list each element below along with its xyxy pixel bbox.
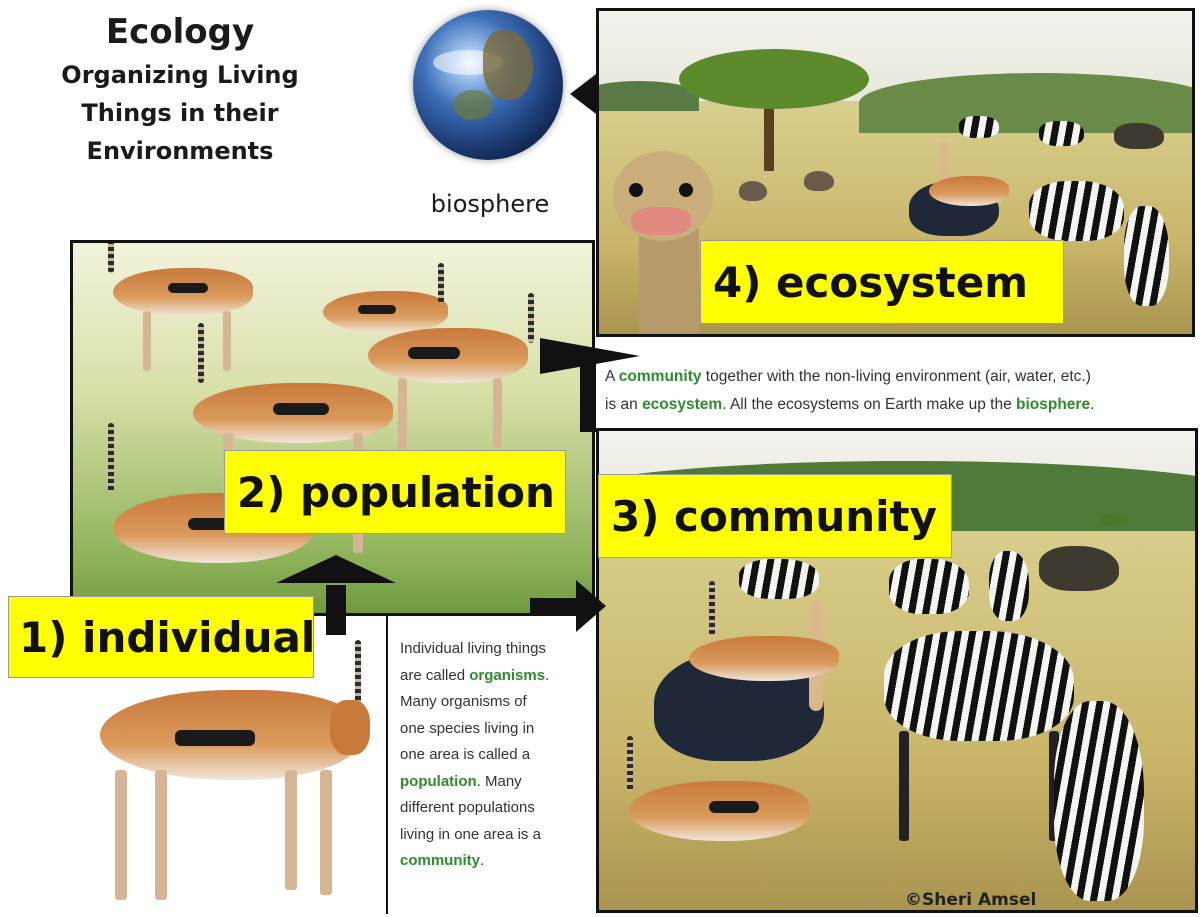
organization-description: Individual living things are called orga… [386, 614, 596, 914]
community-image [596, 428, 1198, 913]
arrow-population-to-community [530, 598, 578, 614]
earth-globe-image [413, 10, 563, 160]
desc-line-4: one species living in [400, 719, 535, 737]
term-community-2: community [400, 852, 481, 869]
subtitle-line-1: Organizing Living [61, 61, 299, 89]
ecosystem-image [596, 8, 1195, 337]
label-ecosystem: 4) ecosystem [700, 240, 1064, 324]
population-image [70, 240, 595, 616]
image-credit: ©Sheri Amsel [905, 890, 1037, 910]
subtitle-line-2: Things in their [81, 99, 279, 127]
label-community: 3) community [598, 474, 952, 558]
diagram-title-block: Ecology Organizing Living Things in thei… [60, 10, 300, 168]
biosphere-label: biosphere [430, 190, 550, 218]
term-ecosystem: ecosystem [642, 396, 723, 413]
term-community: community [618, 368, 702, 385]
term-population: population [400, 772, 477, 790]
individual-image [55, 640, 385, 915]
arrow-individual-to-population [326, 585, 346, 635]
arrow-head-individual-to-population [276, 555, 396, 583]
ecosystem-description: A community together with the non-living… [605, 363, 1200, 419]
arrow-head-population-to-ecosystem [540, 338, 640, 374]
desc-line-7: different populations [400, 799, 535, 816]
arrow-head-population-to-community [576, 580, 606, 632]
label-individual: 1) individual [8, 596, 315, 678]
term-biosphere: biosphere [1016, 396, 1091, 413]
desc-line-2: are called organisms. [400, 666, 550, 684]
desc-line-3: Many organisms of [400, 693, 527, 710]
desc-line-1: Individual living things [400, 640, 546, 657]
desc-line-8: living in one area is a [400, 825, 541, 843]
subtitle-line-3: Environments [86, 137, 274, 165]
diagram-title: Ecology [105, 12, 255, 52]
desc-line-5: one area is called a [400, 746, 531, 763]
ecosystem-text-line-1: A community together with the non-living… [605, 368, 1091, 385]
desc-line-9: community. [400, 852, 485, 869]
term-organisms: organisms [469, 666, 546, 684]
ecosystem-text-line-2: is an ecosystem. All the ecosystems on E… [605, 396, 1095, 413]
desc-line-6: population. Many [400, 772, 522, 790]
label-population: 2) population [224, 450, 566, 534]
